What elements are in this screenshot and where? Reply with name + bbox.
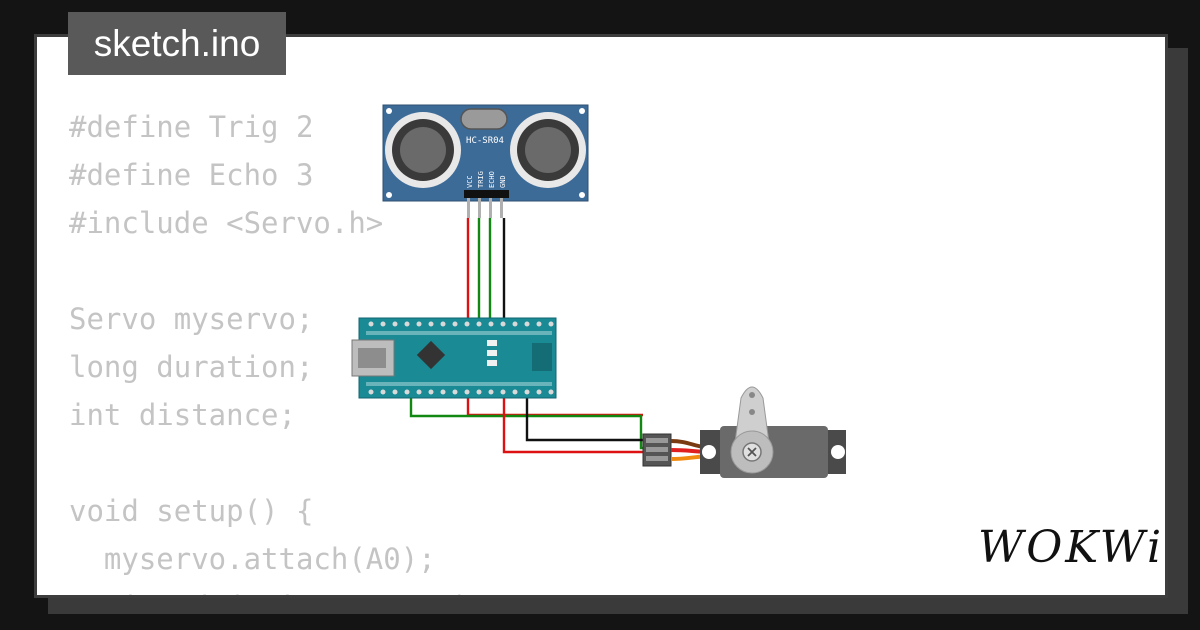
code-line: int distance; <box>69 398 296 432</box>
wokwi-logo: WOKWi <box>978 522 1165 573</box>
code-line: #define Echo 3 <box>69 158 314 192</box>
sensor-pin-label: TRIG <box>477 171 485 188</box>
code-line: myservo.attach(A0); <box>69 542 436 576</box>
sensor-pin-label: GND <box>499 175 507 188</box>
sketch-title[interactable]: sketch.ino <box>68 12 286 75</box>
code-line: #include <Servo.h> <box>69 206 384 240</box>
code-preview: #define Trig 2 #define Echo 3 #include <Se… <box>69 103 488 595</box>
code-line: void setup() { <box>69 494 314 528</box>
sensor-label: HC-SR04 <box>466 136 504 146</box>
sensor-pin-label: VCC <box>466 175 474 188</box>
project-card[interactable]: #define Trig 2 #define Echo 3 #include <Se… <box>34 34 1168 598</box>
code-line: pinMode(Trig, OUTPUT); <box>69 583 488 595</box>
code-line: long duration; <box>69 350 314 384</box>
code-line: Servo myservo; <box>69 302 314 336</box>
sensor-pin-label: ECHO <box>488 171 496 188</box>
hc-sr04-sensor-icon: HC-SR04 VCC TRIG ECHO GND <box>382 104 589 218</box>
code-line: #define Trig 2 <box>69 110 314 144</box>
servo-motor-icon <box>642 386 846 478</box>
arduino-nano-icon <box>351 317 557 399</box>
